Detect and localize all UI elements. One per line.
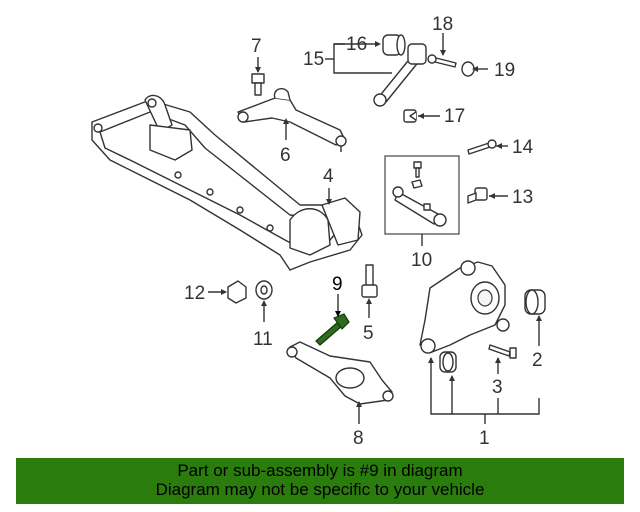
leader-lines	[208, 33, 542, 424]
lateral-link-15[interactable]	[373, 43, 427, 107]
bushing-2[interactable]	[524, 289, 546, 315]
banner-line-1: Part or sub-assembly is #9 in diagram	[177, 461, 463, 480]
bolt-3[interactable]	[488, 344, 517, 359]
bushing-16[interactable]	[382, 34, 406, 56]
callout-15: 15	[303, 49, 324, 70]
callout-2: 2	[532, 350, 543, 371]
callout-9: 9	[332, 274, 343, 295]
bushing-small[interactable]	[439, 351, 457, 373]
crossmember[interactable]	[91, 94, 363, 271]
callout-10: 10	[411, 250, 432, 271]
callout-1: 1	[479, 428, 490, 449]
nut-12[interactable]	[227, 280, 247, 304]
callout-12: 12	[184, 283, 205, 304]
bolt-7[interactable]	[251, 73, 265, 96]
bolt-13[interactable]	[467, 187, 488, 204]
callout-7: 7	[251, 36, 262, 57]
callout-14: 14	[512, 137, 534, 158]
link-assembly-10[interactable]	[384, 155, 460, 235]
callout-18: 18	[432, 14, 453, 35]
washer-11[interactable]	[255, 280, 273, 300]
callout-17: 17	[444, 106, 465, 127]
callout-16: 16	[346, 34, 367, 55]
callout-4: 4	[323, 166, 334, 187]
bolt-17[interactable]	[403, 109, 417, 123]
bolt-14[interactable]	[467, 139, 497, 155]
callout-13: 13	[512, 187, 533, 208]
callout-19: 19	[494, 60, 515, 81]
info-banner: Part or sub-assembly is #9 in diagram Di…	[16, 458, 624, 504]
callout-8: 8	[353, 428, 364, 449]
callout-5: 5	[363, 323, 374, 344]
bolt-5[interactable]	[361, 264, 378, 298]
banner-line-2: Diagram may not be specific to your vehi…	[155, 480, 485, 499]
knuckle-assembly[interactable]	[419, 260, 510, 354]
callout-numbers: 7 16 15 18 19 17 6 14 4 13 10 12 9 11 5 …	[184, 14, 543, 449]
callout-6: 6	[280, 145, 291, 166]
callout-3: 3	[492, 377, 503, 398]
callout-11: 11	[253, 329, 273, 350]
bolt-18[interactable]	[427, 54, 457, 68]
upper-control-arm[interactable]	[237, 88, 347, 152]
highlighted-bolt-9[interactable]	[315, 313, 350, 346]
lower-control-arm[interactable]	[286, 341, 394, 405]
